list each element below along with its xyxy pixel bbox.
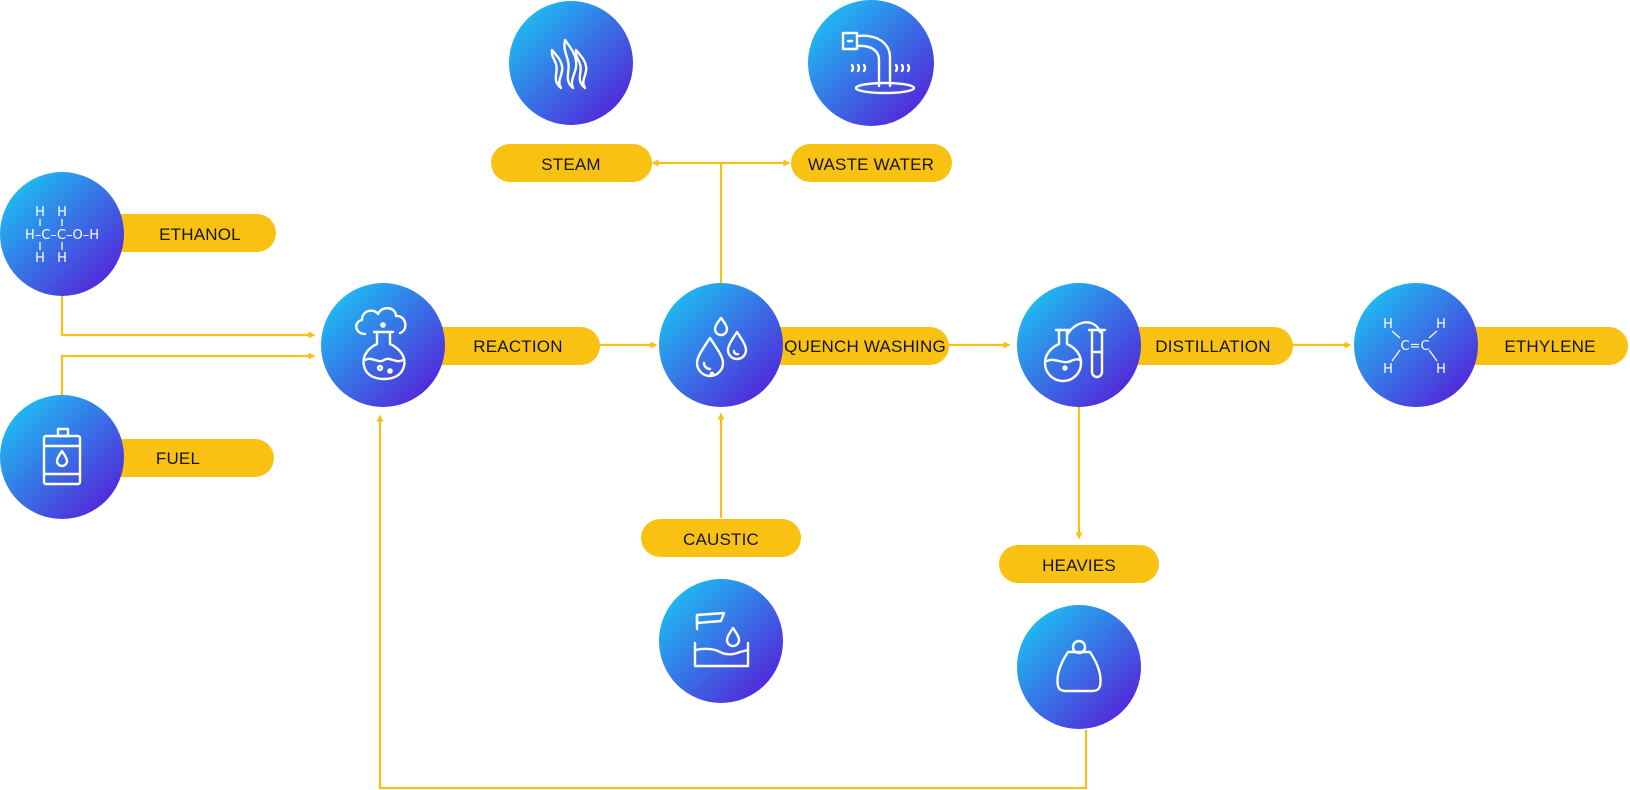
label-caustic: CAUSTIC xyxy=(683,530,759,549)
node-quench-washing xyxy=(659,283,783,407)
svg-text:H: H xyxy=(1383,362,1393,377)
water-drops-icon xyxy=(695,316,748,378)
distillation-icon xyxy=(1043,321,1107,383)
label-distillation: DISTILLATION xyxy=(1155,337,1270,356)
node-heavies xyxy=(1017,605,1141,729)
svg-text:H: H xyxy=(35,205,45,220)
pill-ethanol: ETHANOL xyxy=(90,214,276,252)
svg-text:H: H xyxy=(35,251,45,266)
pill-ethylene: ETHYLENE xyxy=(1440,327,1628,365)
label-fuel: FUEL xyxy=(156,449,200,468)
pill-quench-washing: QUENCH WASHING xyxy=(748,327,949,365)
weight-icon xyxy=(1056,639,1102,693)
steam-icon xyxy=(550,38,588,90)
svg-text:H: H xyxy=(1436,317,1446,332)
pill-waste-water: WASTE WATER xyxy=(791,144,952,182)
flow-lines xyxy=(60,159,1352,790)
svg-text:H: H xyxy=(57,251,67,266)
flow-fuel-to-reaction xyxy=(60,352,316,397)
label-waste-water: WASTE WATER xyxy=(808,155,934,174)
label-steam: STEAM xyxy=(541,155,601,174)
node-ethanol: H H H–C–C–O–H H H xyxy=(0,172,124,296)
pill-caustic: CAUSTIC xyxy=(641,519,801,557)
label-ethanol: ETHANOL xyxy=(159,225,241,244)
waste-water-pipe-icon xyxy=(841,31,916,95)
node-reaction xyxy=(321,283,445,407)
node-caustic xyxy=(659,579,783,703)
pill-distillation: DISTILLATION xyxy=(1100,327,1293,365)
node-fuel xyxy=(0,395,124,519)
oil-barrel-icon xyxy=(42,427,82,486)
pill-heavies: HEAVIES xyxy=(999,545,1159,583)
svg-text:H: H xyxy=(1383,317,1393,332)
node-waste-water xyxy=(808,0,934,126)
svg-text:H–C–C–O–H: H–C–C–O–H xyxy=(25,228,99,243)
label-reaction: REACTION xyxy=(473,337,562,356)
flow-heavies-recycle-to-reaction xyxy=(376,414,1088,790)
svg-text:C=C: C=C xyxy=(1400,339,1429,354)
ethylene-formula-icon: H H C=C H H xyxy=(1383,317,1446,377)
flow-ethanol-to-reaction xyxy=(60,296,316,339)
node-ethylene: H H C=C H H xyxy=(1354,283,1478,407)
pill-reaction: REACTION xyxy=(420,327,600,365)
flask-reaction-icon xyxy=(355,307,407,381)
caustic-icon xyxy=(693,611,750,668)
svg-text:H: H xyxy=(1436,362,1446,377)
node-distillation xyxy=(1017,283,1141,407)
ethanol-formula-icon: H H H–C–C–O–H H H xyxy=(25,205,99,266)
node-steam xyxy=(509,1,633,125)
pill-steam: STEAM xyxy=(491,144,652,182)
label-heavies: HEAVIES xyxy=(1042,556,1116,575)
svg-text:H: H xyxy=(57,205,67,220)
pill-fuel: FUEL xyxy=(90,439,274,477)
label-ethylene: ETHYLENE xyxy=(1504,337,1595,356)
label-quench-washing: QUENCH WASHING xyxy=(784,337,946,356)
